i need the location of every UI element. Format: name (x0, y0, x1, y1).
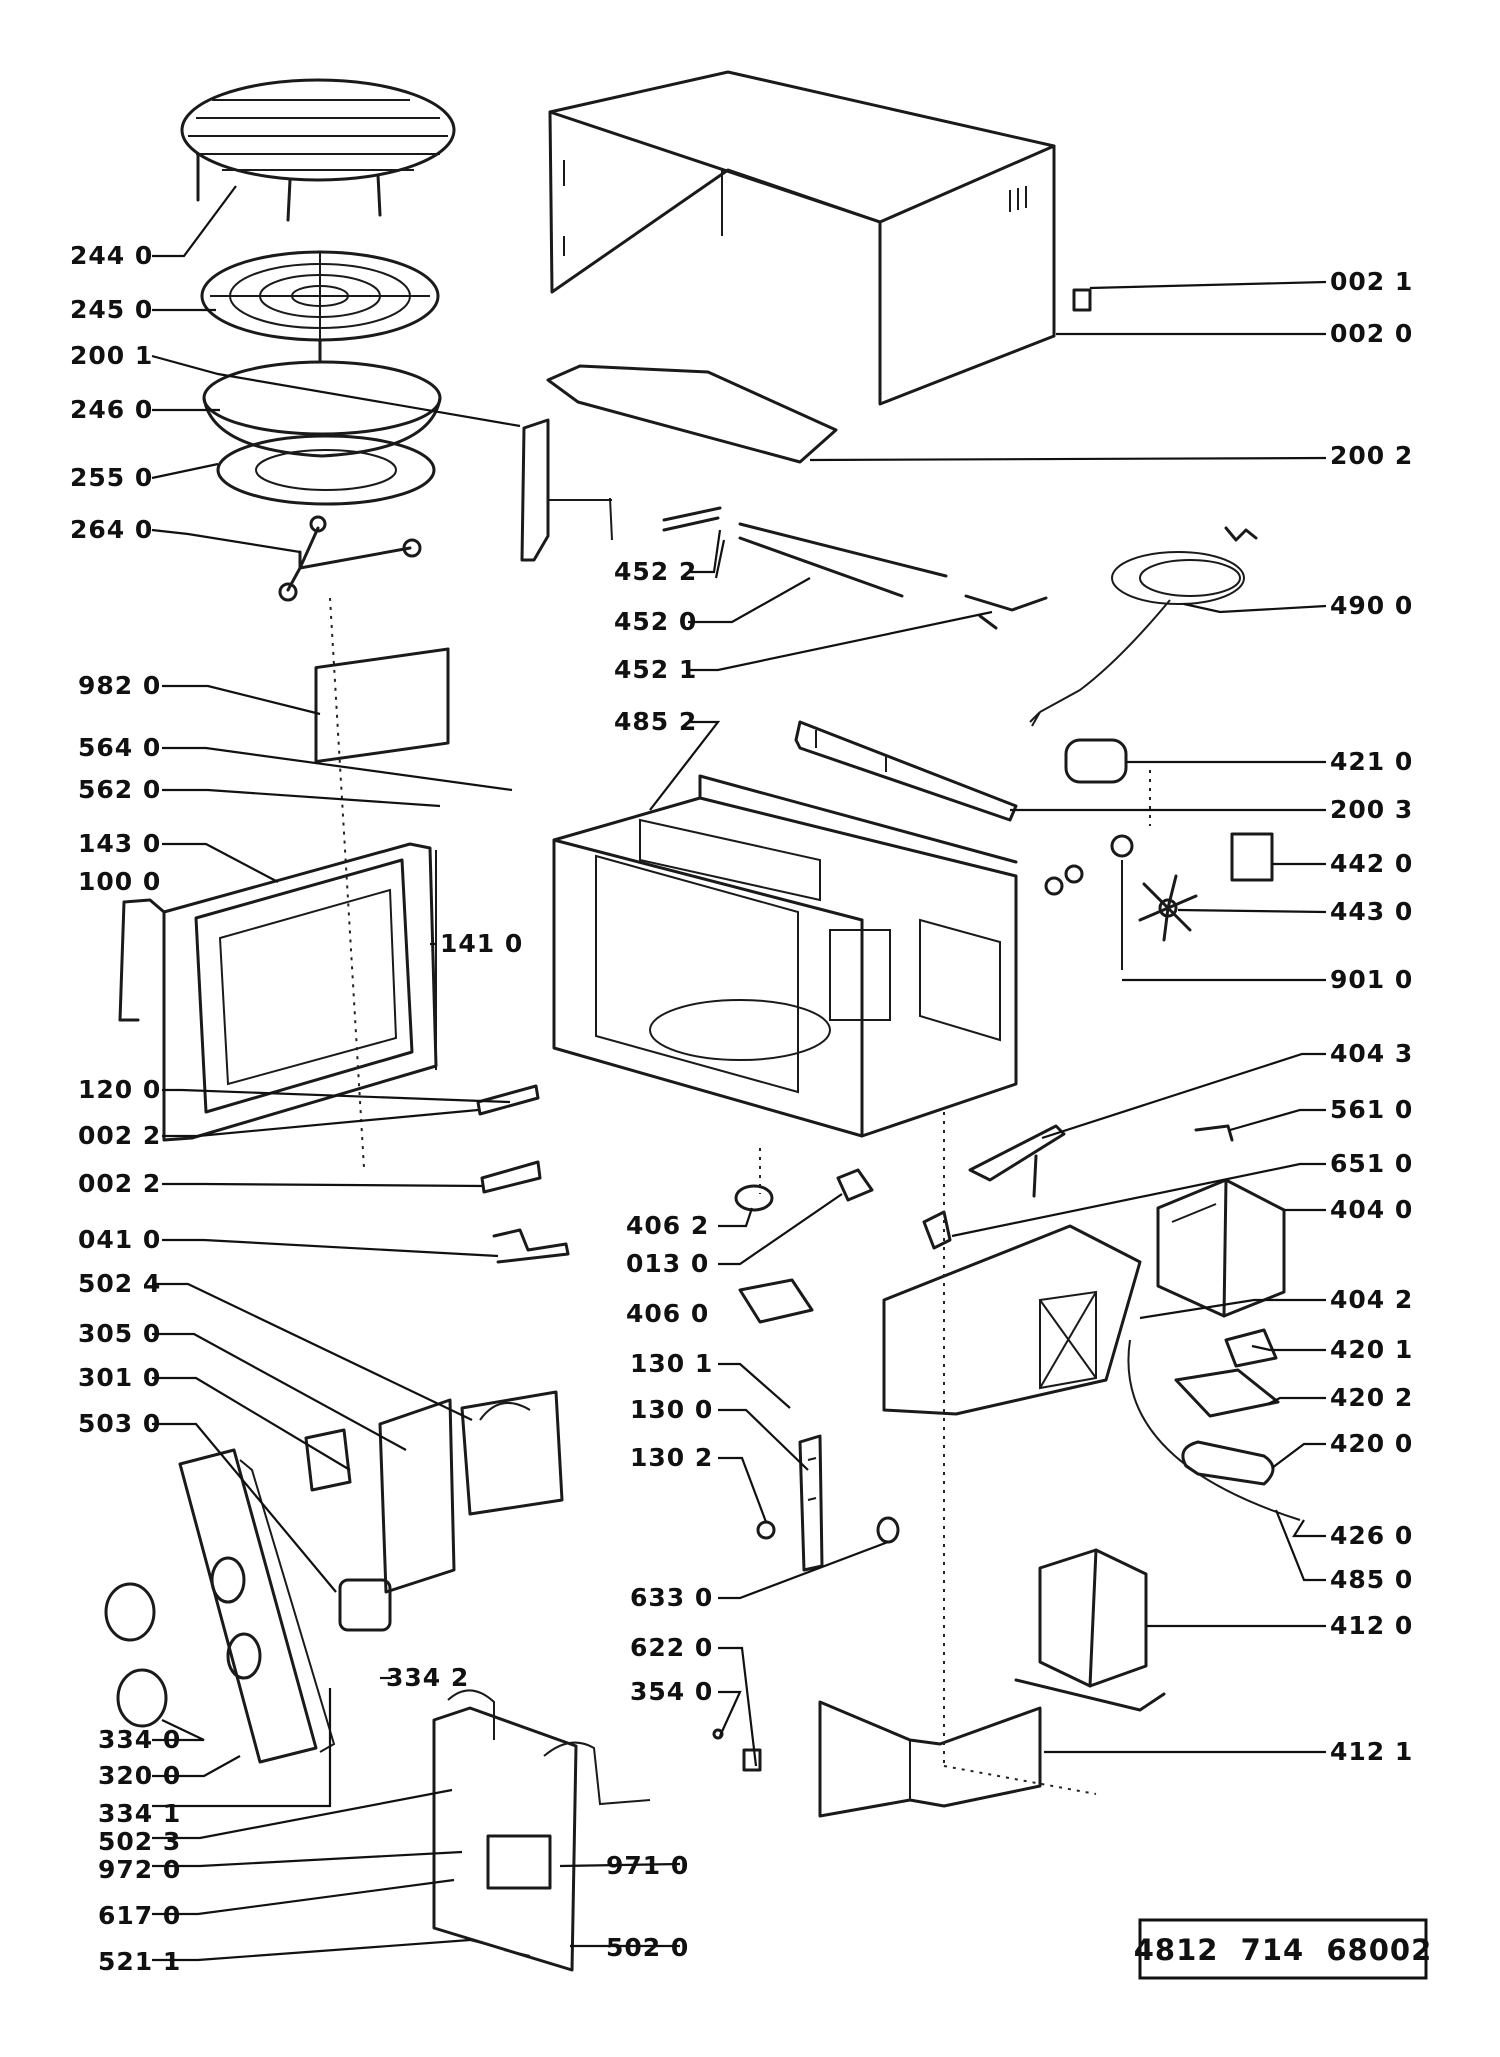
label-100-0: 100 0 (78, 867, 161, 896)
label-901-0: 901 0 (1330, 965, 1413, 994)
part-door (118, 842, 438, 1142)
document-number: 4812 714 68002 (1134, 1933, 1433, 1967)
part-small-bits (922, 1124, 1234, 1250)
part-cover-plate (818, 1700, 1042, 1818)
label-420-2: 420 2 (1330, 1383, 1413, 1412)
part-waveguide (882, 1224, 1142, 1416)
part-round-rack (200, 250, 440, 364)
part-interlock (756, 1434, 900, 1572)
part-back-plate (520, 364, 838, 562)
part-transformer (1014, 1548, 1166, 1712)
label-561-0: 561 0 (1330, 1095, 1413, 1124)
label-404-2: 404 2 (1330, 1285, 1413, 1314)
label-013-0: 013 0 (626, 1249, 709, 1278)
label-120-0: 120 0 (78, 1075, 161, 1104)
alignment-lines (329, 597, 1151, 1795)
part-control-board (304, 1390, 564, 1594)
label-633-0: 633 0 (630, 1583, 713, 1612)
label-412-1: 412 1 (1330, 1737, 1413, 1766)
label-130-1: 130 1 (630, 1349, 713, 1378)
label-200-2: 200 2 (1330, 441, 1413, 470)
label-426-0: 426 0 (1330, 1521, 1413, 1550)
label-490-0: 490 0 (1330, 591, 1413, 620)
label-564-0: 564 0 (78, 733, 161, 762)
part-rods (662, 506, 1048, 630)
part-dish (202, 360, 442, 458)
part-roller-support (278, 515, 422, 602)
label-130-0: 130 0 (630, 1395, 713, 1424)
label-334-2: 334 2 (386, 1663, 469, 1692)
label-143-0: 143 0 (78, 829, 161, 858)
leader-lines (151, 185, 1327, 1962)
part-clip (1072, 288, 1092, 312)
label-244-0: 244 0 (70, 241, 153, 270)
label-452-2: 452 2 (614, 557, 697, 586)
part-grill-rack (180, 78, 456, 222)
part-turntable-ring (216, 434, 436, 506)
label-421-0: 421 0 (1330, 747, 1413, 776)
label-255-0: 255 0 (70, 463, 153, 492)
label-130-2: 130 2 (630, 1443, 713, 1472)
callout-labels: 244 0 245 0 200 1 246 0 255 0 264 0 002 … (70, 241, 1413, 1976)
label-320-0: 320 0 (98, 1761, 181, 1790)
label-562-0: 562 0 (78, 775, 161, 804)
label-971-0: 971 0 (606, 1851, 689, 1880)
label-982-0: 982 0 (78, 671, 161, 700)
label-442-0: 442 0 (1330, 849, 1413, 878)
part-power-board (432, 1689, 651, 1972)
label-141-0: 141 0 (440, 929, 523, 958)
label-200-3: 200 3 (1330, 795, 1413, 824)
label-502-3: 502 3 (98, 1827, 181, 1856)
label-404-0: 404 0 (1330, 1195, 1413, 1224)
label-404-3: 404 3 (1330, 1039, 1413, 1068)
label-200-1: 200 1 (70, 341, 153, 370)
part-chassis (552, 774, 1018, 1138)
label-420-0: 420 0 (1330, 1429, 1413, 1458)
label-521-1: 521 1 (98, 1947, 181, 1976)
label-334-1: 334 1 (98, 1799, 181, 1828)
label-443-0: 443 0 (1330, 897, 1413, 926)
part-power-cord (1029, 526, 1258, 727)
label-305-0: 305 0 (78, 1319, 161, 1348)
label-002-0: 002 0 (1330, 319, 1413, 348)
part-capacitor (1127, 1328, 1301, 1521)
label-406-0: 406 0 (626, 1299, 709, 1328)
part-control-panel (104, 1448, 392, 1764)
part-brackets (476, 1084, 570, 1264)
label-002-2-a: 002 2 (78, 1121, 161, 1150)
part-motor-fan (1044, 738, 1274, 970)
label-264-0: 264 0 (70, 515, 153, 544)
label-651-0: 651 0 (1330, 1149, 1413, 1178)
part-side-rail (794, 720, 1018, 822)
label-485-2: 485 2 (614, 707, 697, 736)
part-label-plate (314, 647, 450, 764)
part-cabinet (548, 70, 1056, 406)
label-622-0: 622 0 (630, 1633, 713, 1662)
part-magnetron (1156, 1178, 1286, 1318)
label-002-1: 002 1 (1330, 267, 1413, 296)
label-502-4: 502 4 (78, 1269, 161, 1298)
label-412-0: 412 0 (1330, 1611, 1413, 1640)
label-002-2-b: 002 2 (78, 1169, 161, 1198)
label-354-0: 354 0 (630, 1677, 713, 1706)
label-972-0: 972 0 (98, 1855, 181, 1884)
label-301-0: 301 0 (78, 1363, 161, 1392)
label-406-2: 406 2 (626, 1211, 709, 1240)
label-502-0: 502 0 (606, 1933, 689, 1962)
label-617-0: 617 0 (98, 1901, 181, 1930)
label-452-1: 452 1 (614, 655, 697, 684)
label-452-0: 452 0 (614, 607, 697, 636)
label-245-0: 245 0 (70, 295, 153, 324)
label-420-1: 420 1 (1330, 1335, 1413, 1364)
label-334-0: 334 0 (98, 1725, 181, 1754)
document-number-box: 4812 714 68002 (1134, 1918, 1433, 1980)
label-246-0: 246 0 (70, 395, 153, 424)
label-041-0: 041 0 (78, 1225, 161, 1254)
label-485-0: 485 0 (1330, 1565, 1413, 1594)
part-turntable-motor (734, 1168, 874, 1324)
label-503-0: 503 0 (78, 1409, 161, 1438)
